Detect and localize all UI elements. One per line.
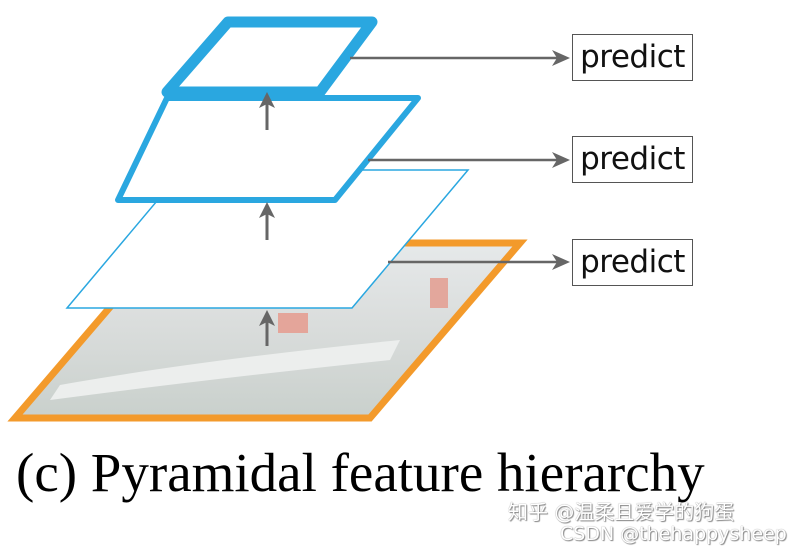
right-arrow-head [552,152,570,168]
up-arrow-head [259,92,275,108]
predict-box: predict [572,34,693,81]
up-arrow-head [259,310,275,326]
watermark-csdn: CSDN @thehappysheep [560,523,787,545]
feature-map-2 [115,95,421,203]
right-arrow-head [552,254,570,270]
right-arrow-head [552,50,570,66]
predict-box: predict [572,239,693,286]
up-arrow-head [259,202,275,218]
predict-box: predict [572,136,693,183]
figure-caption: (c) Pyramidal feature hierarchy [16,442,705,503]
watermark-zhihu: 知乎 @温柔且爱学的狗蛋 [508,500,735,524]
feature-map-3 [161,16,378,98]
